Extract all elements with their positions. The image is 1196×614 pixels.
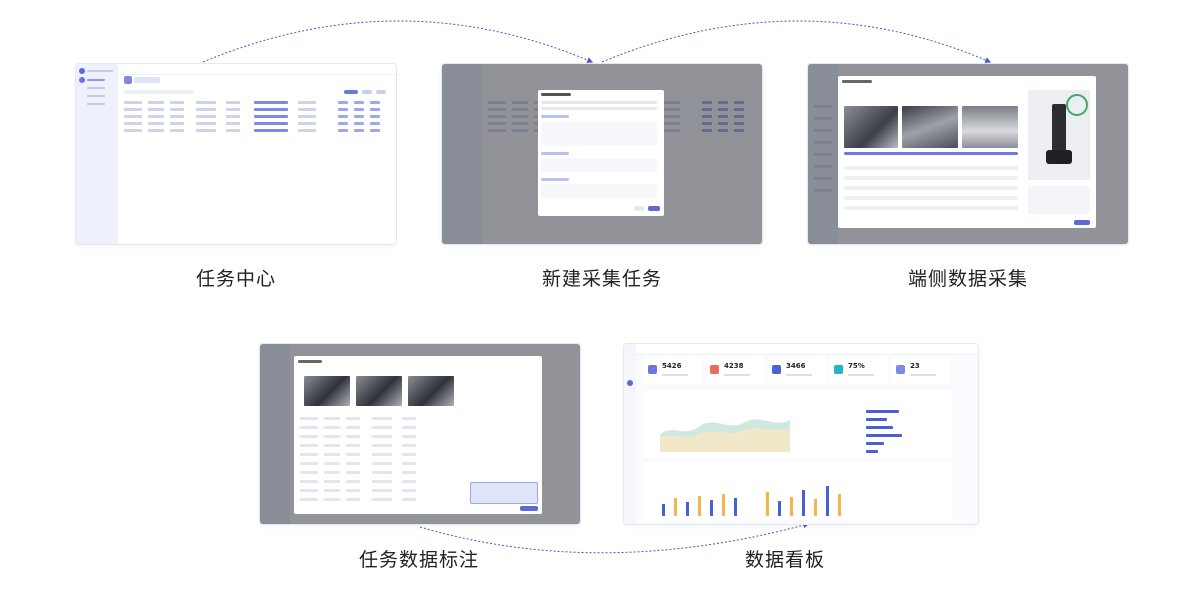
chart-bar [826,486,829,516]
stat-value: 4238 [724,362,744,370]
screenshot-edge-data-collection [808,64,1128,244]
stat-icon [834,365,843,374]
chart-bar [734,498,737,516]
stat-card: 5426 [644,356,702,384]
table-row [294,425,542,431]
ranking-bar [866,426,893,429]
chart-bar [662,504,665,516]
stat-icon [648,365,657,374]
table-row [294,452,542,458]
submit-button[interactable] [1074,220,1090,225]
table-row [294,479,542,485]
screenshot-new-collection-task [442,64,762,244]
stat-icon [772,365,781,374]
sidebar [76,64,118,244]
ranking-bar [866,442,884,445]
step-caption-edge-collection: 端侧数据采集 [907,268,1029,290]
stat-value: 23 [910,362,920,370]
table-row [118,121,396,127]
table-row [118,114,396,120]
screenshot-task-center [76,64,396,244]
annotation-dialog [294,356,542,514]
stat-card: 23 [892,356,950,384]
chart-bar [710,500,713,516]
stat-icon [710,365,719,374]
step-caption-new-task: 新建采集任务 [541,268,663,290]
chart-bar [790,497,793,516]
chart-bar [698,496,701,516]
table-row [294,470,542,476]
cancel-button[interactable] [634,206,644,211]
stat-value: 3466 [786,362,806,370]
chart-bar [686,502,689,516]
chart-bar [838,494,841,516]
stat-value: 75% [848,362,865,370]
screenshot-task-annotation [260,344,580,524]
table-row [118,128,396,134]
table-row [294,443,542,449]
chart-bar [778,501,781,516]
screenshot-data-dashboard: 5426 4238 3466 75% 23 [624,344,978,524]
table-row [118,107,396,113]
robot-arm-image [1028,90,1090,180]
table-row [294,497,542,503]
arrow-step2-to-step3 [601,20,992,63]
chart-bar [814,499,817,516]
stat-card: 3466 [768,356,826,384]
arrow-step1-to-step2 [202,20,594,63]
stat-icon [896,365,905,374]
step-caption-dashboard: 数据看板 [744,549,826,571]
table-row [294,461,542,467]
save-button[interactable] [520,506,538,511]
chart-bar [722,494,725,516]
ranking-bar [866,450,878,453]
confirm-button[interactable] [648,206,660,211]
table-row [294,434,542,440]
chart-bar [766,492,769,516]
table-row [294,416,542,422]
table-row [294,488,542,494]
table-row [118,100,396,106]
collection-dialog [838,76,1096,228]
arrow-step4-to-step5 [419,522,810,554]
stat-card: 75% [830,356,888,384]
chart-bar [802,490,805,516]
stat-value: 5426 [662,362,682,370]
step-caption-task-center: 任务中心 [195,268,277,290]
ranking-bar [866,418,887,421]
step-caption-annotation: 任务数据标注 [358,549,480,571]
ranking-bar [866,434,902,437]
ranking-bar [866,410,899,413]
chart-bar [674,498,677,516]
stat-card: 4238 [706,356,764,384]
new-task-dialog [538,90,664,216]
